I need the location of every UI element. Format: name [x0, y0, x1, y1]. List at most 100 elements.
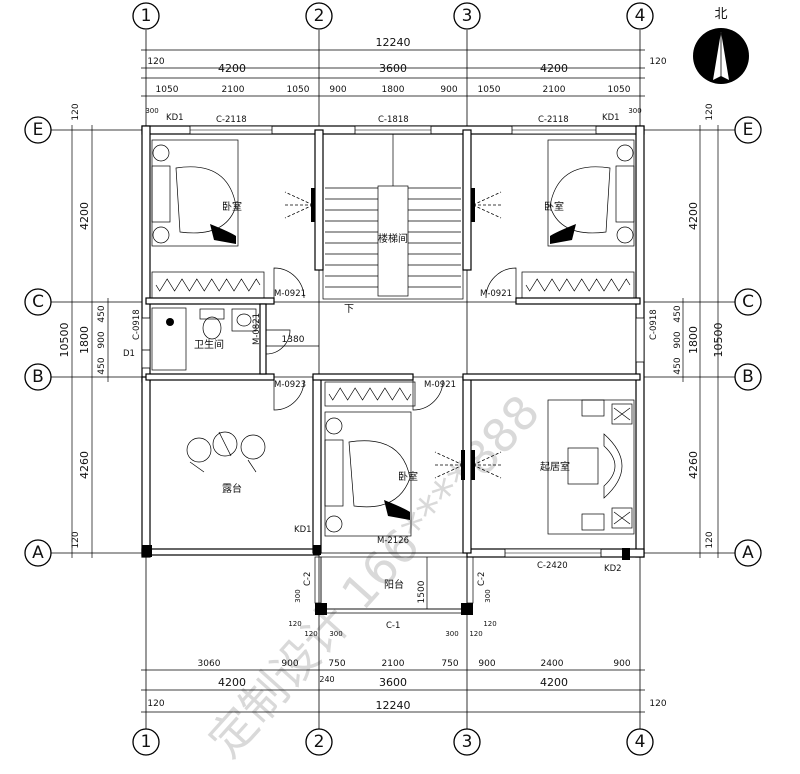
dim-bottom-total: 12240 — [376, 699, 411, 712]
dim-left-bay-2: 1800 — [78, 326, 91, 354]
bedroom-ne-label: 卧室 — [544, 200, 564, 213]
code-kd1-top-right: KD1 — [602, 113, 620, 123]
dim-top-sub-5: 1800 — [382, 85, 405, 95]
axis-3-bottom: 3 — [462, 732, 473, 752]
dim-bottom-sub-7: 2400 — [541, 659, 564, 669]
code-c2-left: C-2 — [303, 572, 313, 586]
dim-bottom-sub-2: 900 — [281, 659, 298, 669]
dim-bottom-bay-3: 4200 — [540, 676, 568, 689]
axis-A-left: A — [32, 543, 44, 563]
code-c2-right: C-2 — [477, 572, 487, 586]
code-c2118-right: C-2118 — [538, 115, 569, 125]
dim-left-edge-top: 120 — [71, 103, 81, 120]
code-m0921-left: M-0921 — [274, 289, 306, 299]
balcony: 阳台 1500 300 120 120 300 300 120 120 300 — [288, 545, 497, 638]
dim-balcony-depth: 1500 — [417, 580, 427, 603]
code-c0918-right: C-0918 — [649, 309, 659, 340]
axis-A-right: A — [742, 543, 754, 563]
left-dimensions: 10500 4200 1800 4260 450 900 450 120 — [58, 125, 109, 558]
wc-label: 卫生间 — [194, 338, 224, 351]
dim-top-sub-3: 1050 — [287, 85, 310, 95]
dim-top-edge-right: 120 — [649, 57, 666, 67]
dim-top-sub-1: 1050 — [156, 85, 179, 95]
dim-right-bay-2: 1800 — [687, 326, 700, 354]
dim-bottom-sub-6: 900 — [478, 659, 495, 669]
axis-C-right: C — [742, 292, 754, 312]
dim-bottom-edge-left: 120 — [147, 699, 164, 709]
dim-bottom-offset: 240 — [319, 675, 334, 684]
code-m0921-south: M-0921 — [424, 380, 456, 390]
dim-top-sub-8: 2100 — [543, 85, 566, 95]
dim-balcony-side-8: 300 — [484, 589, 492, 602]
wardrobe-hanger — [328, 387, 412, 401]
axis-2-bottom: 2 — [314, 732, 325, 752]
dim-left-sub-3: 450 — [97, 357, 107, 374]
wardrobes — [155, 278, 631, 401]
dim-balcony-side-7: 120 — [483, 620, 496, 628]
code-m2126: M-2126 — [377, 536, 409, 546]
dim-wc-width: 1380 — [282, 335, 305, 345]
axis-B-right: B — [742, 367, 754, 387]
doors — [141, 267, 517, 411]
axis-B-left: B — [32, 367, 44, 387]
axis-1-top: 1 — [141, 6, 152, 26]
watermark-text: 定制设计 166****888 — [198, 385, 550, 768]
dim-right-bay-1: 4200 — [687, 202, 700, 230]
axis-E-right: E — [743, 120, 754, 140]
dim-right-edge-top: 120 — [705, 103, 715, 120]
code-d1: D1 — [123, 349, 135, 359]
code-m0923: M-0923 — [274, 380, 306, 390]
bedroom-nw: 卧室 — [151, 139, 265, 299]
dim-top-sub-7: 1050 — [478, 85, 501, 95]
dim-top-sub-4: 900 — [329, 85, 346, 95]
balcony-label: 阳台 — [384, 578, 404, 591]
dim-balcony-side-4: 300 — [329, 630, 342, 638]
axis-4-top: 4 — [635, 6, 646, 26]
dim-left-sub-2: 900 — [97, 331, 107, 348]
dim-right-bay-3: 4260 — [687, 451, 700, 479]
dim-top-bay-1: 4200 — [218, 62, 246, 75]
dim-bottom-bay-2: 3600 — [379, 676, 407, 689]
code-c1: C-1 — [386, 621, 400, 631]
dim-bottom-sub-5: 750 — [441, 659, 458, 669]
dim-top-bay-3: 4200 — [540, 62, 568, 75]
stair-down-label: 下 — [344, 304, 354, 315]
top-dimensions: 12240 120 120 4200 3600 4200 1050 2100 1… — [71, 36, 715, 121]
dim-balcony-side-1: 300 — [294, 589, 302, 602]
axis-bubbles-bottom: 1 2 3 4 — [132, 728, 654, 756]
axis-bubbles-left: E C B A — [24, 116, 52, 567]
dim-balcony-side-6: 120 — [469, 630, 482, 638]
dim-right-sub-2: 900 — [673, 331, 683, 348]
axis-E-left: E — [33, 120, 44, 140]
windows — [141, 125, 645, 558]
bedroom-south-label: 卧室 — [398, 470, 418, 483]
stair-label: 楼梯间 — [378, 232, 408, 245]
dim-bottom-edge-right: 120 — [649, 699, 666, 709]
bedroom-south: 卧室 — [324, 381, 418, 537]
wardrobe-hanger — [155, 278, 261, 292]
axis-bubbles-top: 1 2 3 4 — [132, 2, 654, 30]
dim-bottom-sub-1: 3060 — [198, 659, 221, 669]
dim-left-bay-1: 4200 — [78, 202, 91, 230]
bedroom-nw-label: 卧室 — [222, 200, 242, 213]
north-arrow: 北 — [693, 7, 749, 84]
code-c0918-left: C-0918 — [132, 309, 142, 340]
dim-bottom-sub-4: 2100 — [382, 659, 405, 669]
bottom-dimensions: 3060 900 750 2100 750 900 2400 900 240 4… — [141, 659, 667, 713]
code-kd1-balcony: KD1 — [294, 525, 312, 535]
terrace-label: 露台 — [222, 482, 242, 495]
code-kd2: KD2 — [604, 564, 622, 574]
dim-left-bay-3: 4260 — [78, 451, 91, 479]
code-m0921-right: M-0921 — [480, 289, 512, 299]
dim-top-wall-right: 300 — [628, 107, 641, 115]
dim-top-sub-9: 1050 — [608, 85, 631, 95]
axis-bubbles-right: E C B A — [734, 116, 762, 567]
axis-2-top: 2 — [314, 6, 325, 26]
dim-balcony-side-3: 120 — [304, 630, 317, 638]
living-label: 起居室 — [540, 460, 570, 473]
code-c2118-left: C-2118 — [216, 115, 247, 125]
dim-bottom-bay-1: 4200 — [218, 676, 246, 689]
dim-top-sub-2: 2100 — [222, 85, 245, 95]
dim-top-total: 12240 — [376, 36, 411, 49]
